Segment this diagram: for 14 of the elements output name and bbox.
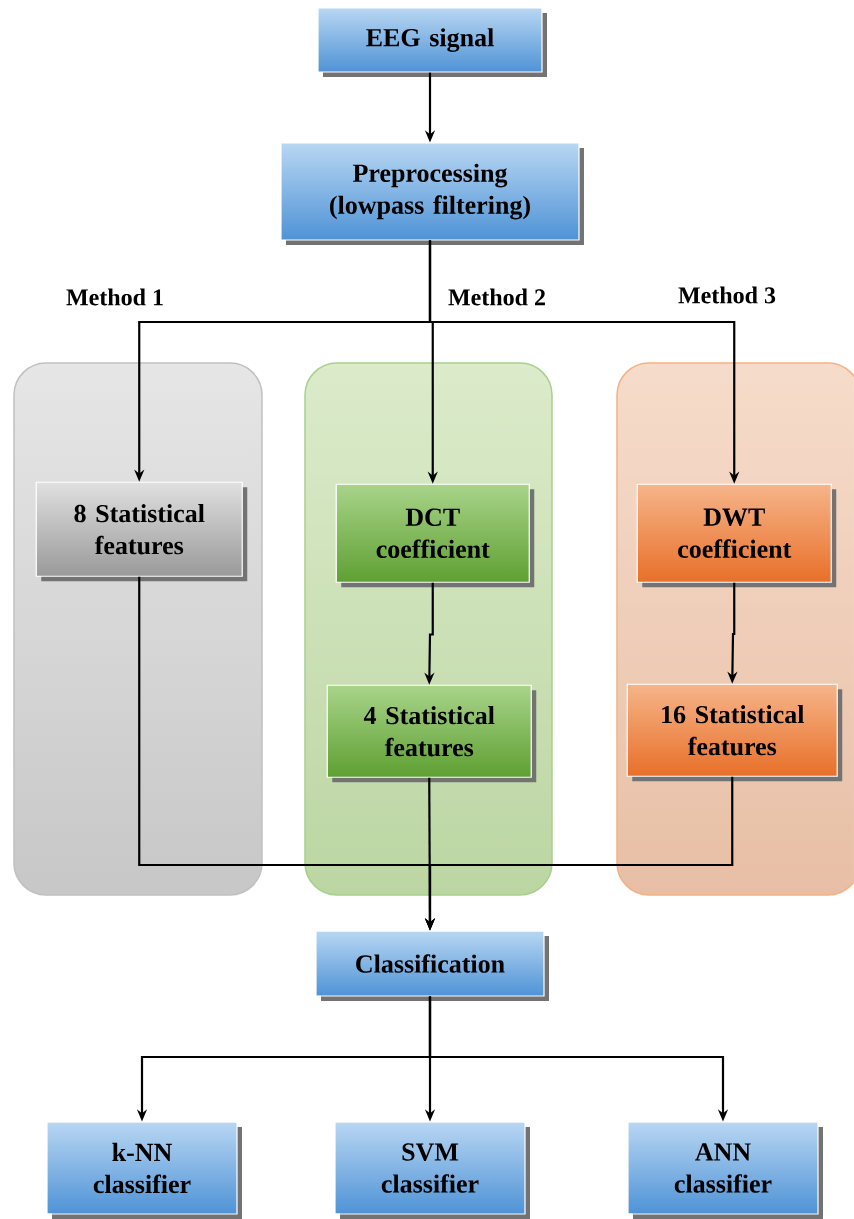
process-box: ANN classifier [627,1121,823,1219]
process-box: DCT coefficient [335,483,535,588]
process-box: Classification [315,930,549,1001]
method-heading: Method 2 [448,288,545,306]
method-heading: Method 1 [66,288,163,306]
process-box: Preprocessing (lowpass filtering) [280,142,584,245]
process-box: k-NN classifier [46,1121,242,1219]
process-box: DWT coefficient [636,483,837,588]
process-box: 16 Statistical features [626,683,843,782]
process-box: SVM classifier [334,1121,530,1219]
process-box: 4 Statistical features [326,684,537,783]
method-heading: Method 3 [678,286,776,304]
process-box: EEG signal [317,7,547,77]
process-box: 8 Statistical features [35,481,248,582]
